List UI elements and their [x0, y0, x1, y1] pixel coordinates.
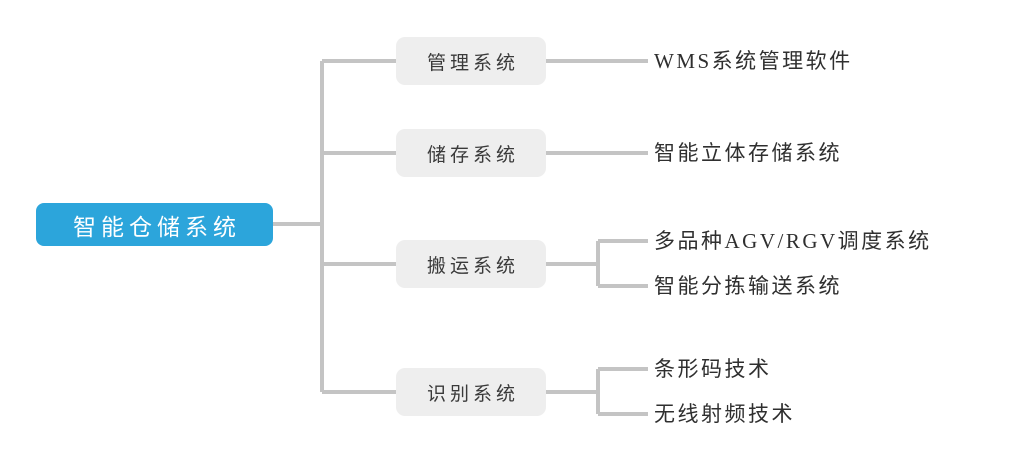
- leaf-label-automated-storage: 智能立体存储系统: [654, 141, 842, 165]
- root-node-label: 智能仓储系统: [73, 214, 241, 240]
- branch-node-label: 搬运系统: [426, 255, 519, 277]
- leaf-label-agv-rgv-scheduling: 多品种AGV/RGV调度系统: [654, 229, 932, 253]
- branch-node-label: 储存系统: [426, 144, 519, 166]
- leaf-label-wms-software: WMS系统管理软件: [654, 49, 853, 73]
- branch-node-storage-system[interactable]: 储存系统: [396, 129, 546, 177]
- branch-node-label: 管理系统: [426, 52, 519, 74]
- branch-node-management-system[interactable]: 管理系统: [396, 37, 546, 85]
- leaf-label-rfid-technology: 无线射频技术: [654, 402, 795, 426]
- leaf-label-barcode-technology: 条形码技术: [654, 357, 772, 381]
- branch-node-identification-system[interactable]: 识别系统: [396, 368, 546, 416]
- root-node-smart-warehouse[interactable]: 智能仓储系统: [36, 203, 273, 246]
- branch-node-handling-system[interactable]: 搬运系统: [396, 240, 546, 288]
- leaf-label-smart-sorting-conveying: 智能分拣输送系统: [654, 274, 842, 298]
- branch-node-label: 识别系统: [426, 383, 519, 405]
